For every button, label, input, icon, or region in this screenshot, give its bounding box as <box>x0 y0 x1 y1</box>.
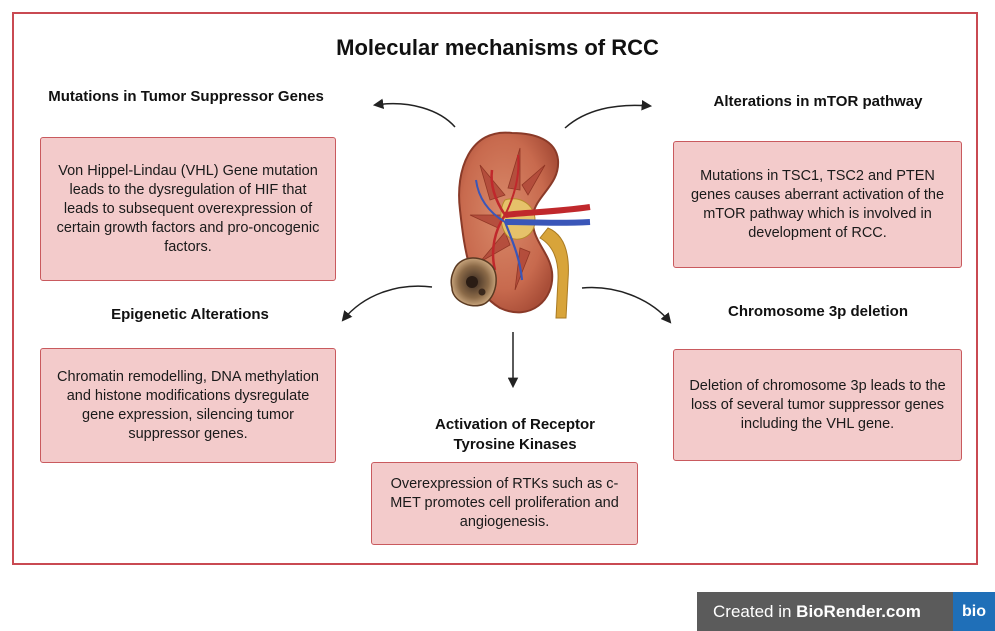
badge-text: Created in BioRender.com <box>697 602 921 622</box>
biorender-badge[interactable]: Created in BioRender.com bio <box>697 592 995 631</box>
box-tumor-suppressor-text: Von Hippel-Lindau (VHL) Gene mutation le… <box>56 162 320 255</box>
heading-tumor-suppressor: Mutations in Tumor Suppressor Genes <box>48 88 324 105</box>
heading-rtk: Activation of Receptor Tyrosine Kinases <box>434 416 596 453</box>
arrow-icon <box>581 286 672 324</box>
heading-mtor: Alterations in mTOR pathway <box>713 93 923 110</box>
box-chromosome-3p-text: Deletion of chromosome 3p leads to the l… <box>689 377 946 432</box>
arrow-icon <box>341 285 433 322</box>
box-mtor: Mutations in TSC1, TSC2 and PTEN genes c… <box>673 141 962 268</box>
box-tumor-suppressor: Von Hippel-Lindau (VHL) Gene mutation le… <box>40 137 336 281</box>
badge-prefix: Created in <box>713 601 797 621</box>
arrow-icon <box>564 100 653 129</box>
box-rtk: Overexpression of RTKs such as c-MET pro… <box>371 462 638 545</box>
diagram-title: Molecular mechanisms of RCC <box>336 35 659 60</box>
heading-epigenetic: Epigenetic Alterations <box>111 306 269 323</box>
box-rtk-text: Overexpression of RTKs such as c-MET pro… <box>390 476 619 530</box>
box-epigenetic: Chromatin remodelling, DNA methylation a… <box>40 348 336 463</box>
kidney-illustration <box>450 131 591 319</box>
biorender-logo-icon: bio <box>953 592 995 631</box>
box-chromosome-3p: Deletion of chromosome 3p leads to the l… <box>673 349 962 461</box>
heading-chromosome-3p: Chromosome 3p deletion <box>727 303 909 320</box>
arrow-icon <box>372 98 456 128</box>
box-epigenetic-text: Chromatin remodelling, DNA methylation a… <box>57 368 319 442</box>
box-mtor-text: Mutations in TSC1, TSC2 and PTEN genes c… <box>690 167 945 241</box>
badge-brand: BioRender.com <box>796 601 921 621</box>
